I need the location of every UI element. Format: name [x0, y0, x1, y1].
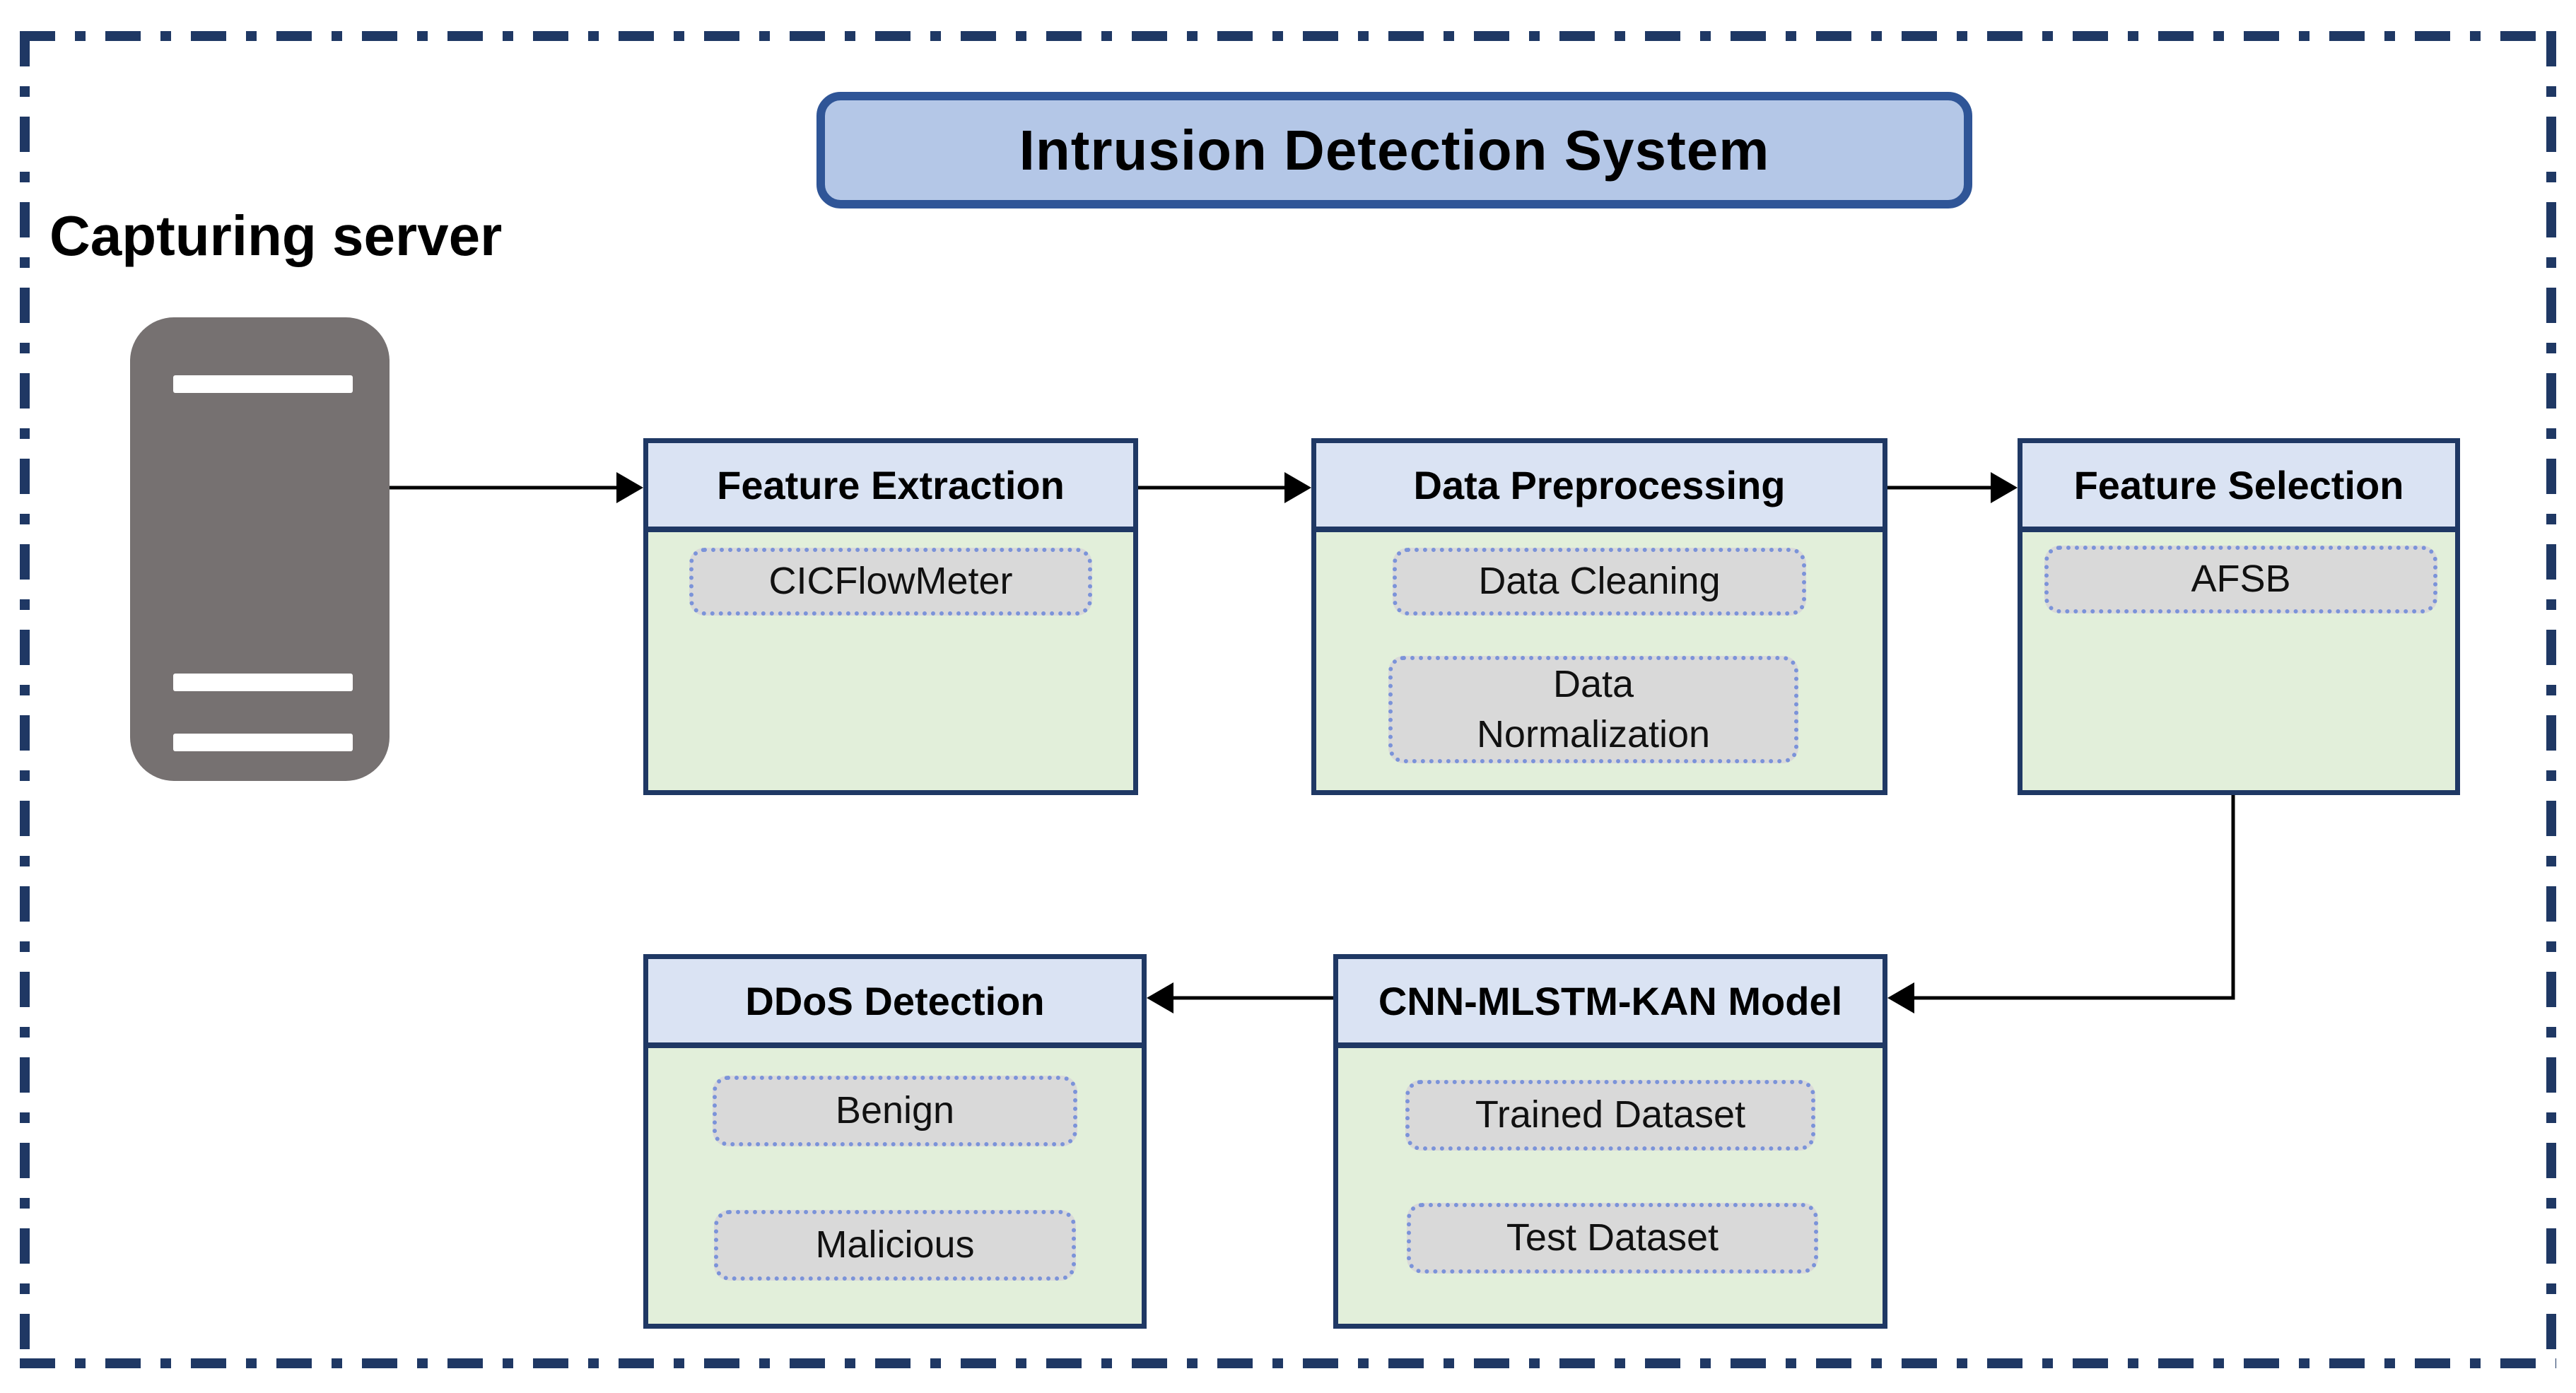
system-title: Intrusion Detection System [1019, 118, 1770, 182]
box-title: CNN-MLSTM-KAN Model [1378, 978, 1843, 1023]
arrow-data-preprocessing-to-feature-selection [1887, 472, 2018, 503]
box-title: Feature Extraction [717, 462, 1065, 507]
pill-afsb: AFSB [2044, 546, 2437, 613]
arrow-feature-selection-to-cnn-model [1887, 793, 2235, 1013]
box-feature-extraction: Feature Extraction [643, 438, 1138, 795]
box-feature-selection: Feature Selection [2018, 438, 2460, 795]
box-title: DDoS Detection [745, 978, 1045, 1023]
frame-border-top [20, 31, 2556, 41]
box-header-ddos-detection: DDoS Detection [648, 959, 1142, 1048]
box-title: Feature Selection [2073, 462, 2404, 507]
server-slot-bar [173, 734, 353, 751]
frame-border-right [2546, 31, 2556, 1368]
arrow-feature-extraction-to-data-preprocessing [1138, 472, 1311, 503]
capturing-server-label: Capturing server [49, 204, 503, 267]
pill-trained-dataset: Trained Dataset [1405, 1080, 1815, 1151]
pill-benign: Benign [713, 1076, 1077, 1146]
server-icon [130, 317, 390, 781]
box-title: Data Preprocessing [1413, 462, 1786, 507]
frame-border-bottom [20, 1358, 2556, 1368]
pill-data-normalization: Data Normalization [1388, 656, 1798, 763]
box-header-data-preprocessing: Data Preprocessing [1316, 443, 1883, 532]
arrow-cnn-model-to-ddos-detection [1147, 982, 1333, 1013]
server-slot-bar [173, 674, 353, 691]
frame-border-left [20, 31, 30, 1368]
box-header-feature-extraction: Feature Extraction [648, 443, 1133, 532]
server-slot-bar [173, 375, 353, 393]
system-title-box: Intrusion Detection System [816, 92, 1972, 208]
pill-test-dataset: Test Dataset [1407, 1203, 1818, 1274]
pill-cicflowmeter: CICFlowMeter [689, 548, 1092, 616]
box-header-cnn-mlstm-kan-model: CNN-MLSTM-KAN Model [1338, 959, 1883, 1048]
pill-malicious: Malicious [714, 1210, 1076, 1281]
arrow-server-to-feature-extraction [390, 472, 643, 503]
pill-data-cleaning: Data Cleaning [1393, 548, 1806, 616]
box-header-feature-selection: Feature Selection [2022, 443, 2455, 532]
